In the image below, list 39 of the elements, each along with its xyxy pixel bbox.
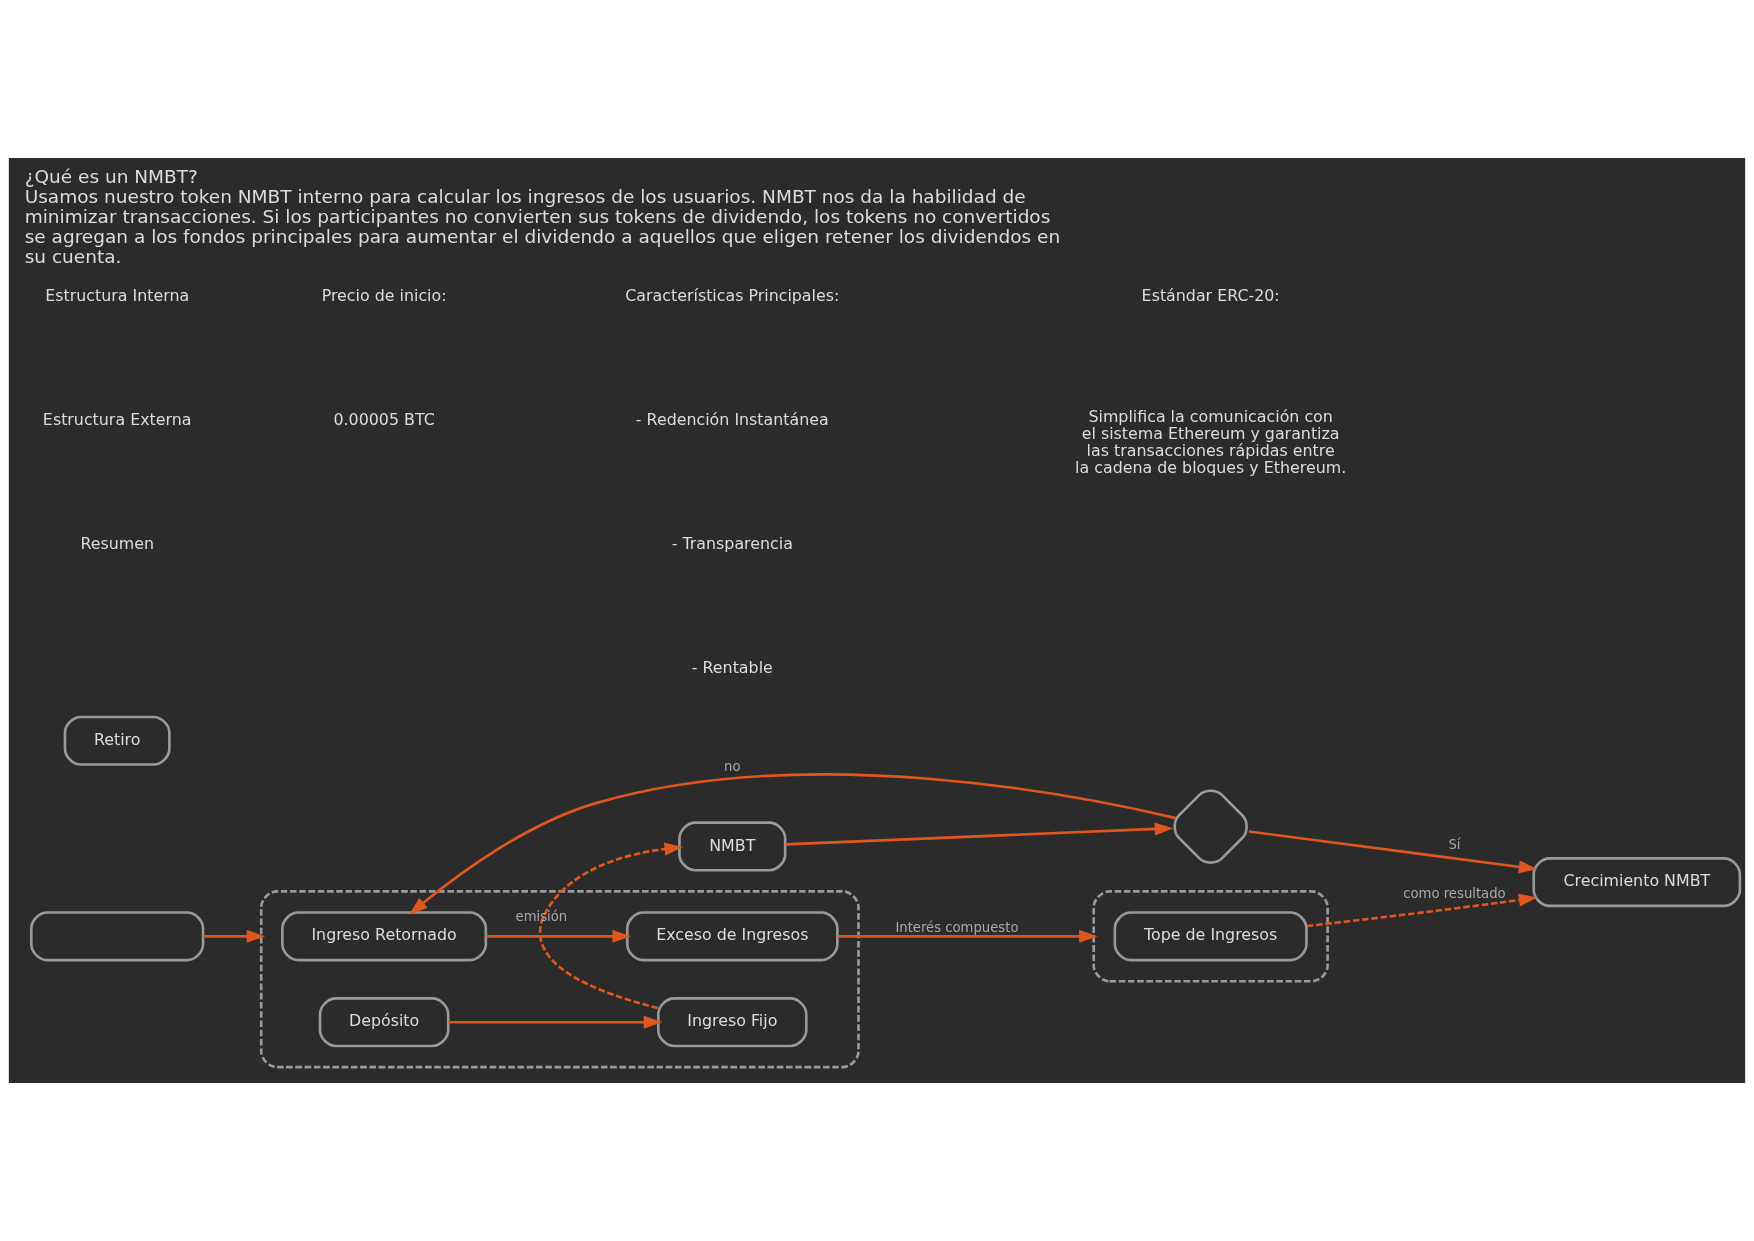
node-box: Tope de Ingresos [1113, 911, 1308, 962]
edge-label: emisión [515, 909, 568, 925]
label: - Redención Instantánea [635, 410, 829, 430]
node-diamond [1173, 789, 1248, 864]
arrow [538, 842, 684, 1010]
arrow [203, 929, 266, 943]
edge-label: Sí [1448, 837, 1461, 853]
label: - Transparencia [671, 534, 793, 554]
edge-label: como resultado [1403, 886, 1506, 901]
label: Resumen [80, 534, 154, 554]
label: - Rentable [691, 658, 773, 678]
label: Precio de inicio: [321, 285, 447, 305]
node-box: Depósito [318, 997, 450, 1048]
node-box: NMBT [678, 821, 787, 872]
label: Estructura Externa [42, 410, 192, 430]
label: Características Principales: [625, 285, 840, 305]
node-box: Crecimiento NMBT [1532, 857, 1742, 908]
edge-label: Interés compuesto [895, 920, 1019, 936]
arrow [837, 929, 1098, 943]
arrow [1248, 830, 1538, 874]
caption: Usamos nuestro token NMBT interno para calcular los ingresos de los usuarios. NMBT nos da la habilidad de minimizar transacciones. Si los participantes no convierten sus tokens de dividendo, los tokens no convertidos se agregan a los fondos principales para aumentar el dividendo a aquellos que eligen retener los dividendos en su cuenta. [24, 186, 1061, 267]
label: Estándar ERC-20: [1141, 285, 1280, 305]
node-box: Ingreso Fijo [656, 997, 808, 1048]
node-box: Exceso de Ingresos [625, 911, 839, 962]
diagram-title: ¿Qué es un NMBT? [24, 166, 198, 188]
cluster [1092, 890, 1329, 983]
node-box [29, 911, 205, 962]
arrow [1306, 893, 1538, 928]
label: Estructura Interna [45, 285, 190, 305]
node-box: Ingreso Retornado [281, 911, 488, 962]
arrow [785, 822, 1174, 846]
label: Simplifica la comunicación con el sistema Ethereum y garantiza las transacciones rápidas entre la cadena de bloques y Ethereum. [1075, 406, 1347, 478]
label: 0.00005 BTC [333, 410, 435, 430]
arrow [486, 929, 631, 943]
cluster [259, 890, 860, 1069]
arrow [409, 773, 1177, 915]
edge-label: no [724, 759, 741, 775]
arrow [448, 1015, 663, 1029]
node-box: Retiro [63, 715, 171, 766]
